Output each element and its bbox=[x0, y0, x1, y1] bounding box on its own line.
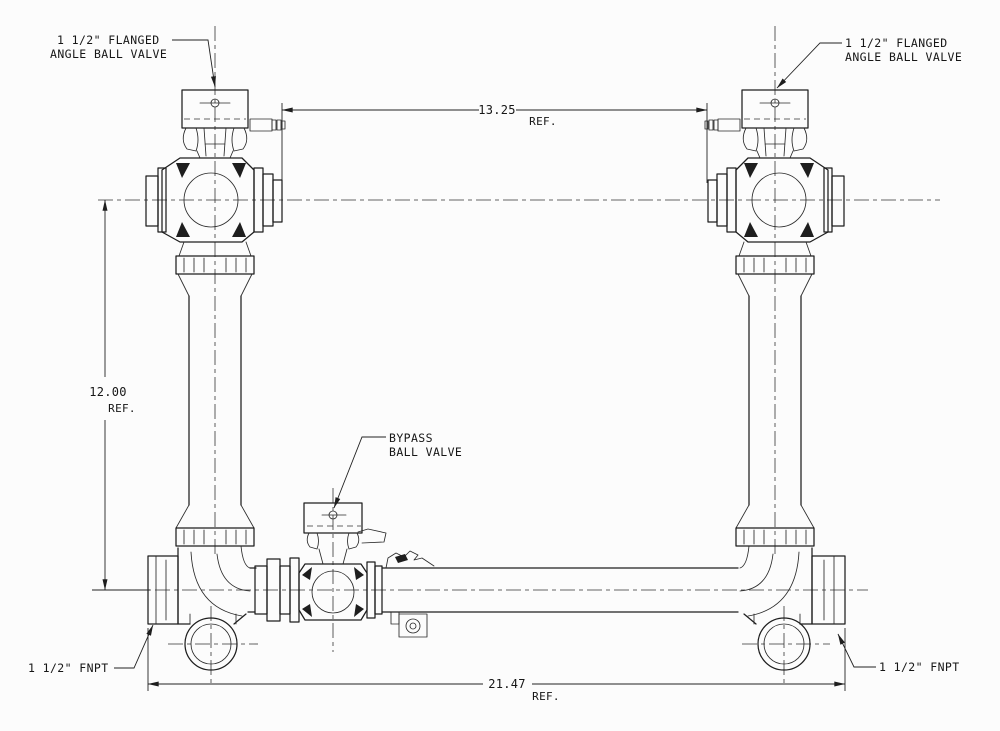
tailpiece bbox=[178, 241, 252, 257]
callout-text: 1 1/2" FLANGED bbox=[57, 33, 160, 47]
callout-bypass-valve: BYPASS BALL VALVE bbox=[333, 431, 462, 509]
valve-cap bbox=[741, 89, 809, 129]
union-nut bbox=[735, 255, 815, 275]
test-port bbox=[704, 118, 741, 132]
valve-cap bbox=[303, 502, 363, 534]
valve-cap bbox=[181, 89, 249, 129]
callout-right-valve: 1 1/2" FLANGED ANGLE BALL VALVE bbox=[776, 36, 962, 89]
bypass-couplings bbox=[254, 557, 300, 623]
nut-hatch bbox=[743, 257, 807, 273]
elbow-mid-arc bbox=[739, 553, 774, 592]
outlet-flange-stack bbox=[253, 167, 283, 233]
inlet-cap-flange bbox=[823, 167, 845, 233]
horizontal-pipe bbox=[247, 550, 739, 638]
dimension-ref-label: REF. bbox=[108, 402, 136, 415]
valve-ball bbox=[311, 570, 355, 614]
dimension-bottom-span: 21.47 REF. bbox=[147, 628, 846, 703]
port-outer bbox=[184, 617, 238, 671]
callout-left-fnpt: 1 1/2" FNPT bbox=[28, 624, 154, 675]
bypass-ball-valve bbox=[298, 502, 387, 621]
callout-text: BALL VALVE bbox=[389, 445, 462, 459]
callout-text: 1 1/2" FNPT bbox=[28, 661, 109, 675]
inlet-cap-flange bbox=[145, 167, 167, 233]
nut-hatch bbox=[743, 529, 807, 545]
lock-wing-detail bbox=[385, 550, 435, 569]
callout-left-valve: 1 1/2" FLANGED ANGLE BALL VALVE bbox=[50, 33, 216, 88]
callout-text: 1 1/2" FLANGED bbox=[845, 36, 948, 50]
dimension-value: 12.00 bbox=[89, 385, 127, 399]
right-riser-pipe bbox=[735, 241, 815, 547]
dimension-vertical: 12.00 REF. bbox=[89, 199, 150, 591]
leader-line bbox=[114, 624, 154, 669]
callout-text: ANGLE BALL VALVE bbox=[845, 50, 962, 64]
callout-text: ANGLE BALL VALVE bbox=[50, 47, 167, 61]
test-port bbox=[249, 118, 286, 132]
valve-ball bbox=[751, 172, 807, 228]
callout-text: BYPASS bbox=[389, 431, 433, 445]
dimension-value: 21.47 bbox=[488, 677, 526, 691]
valve-seats bbox=[744, 163, 814, 237]
left-elbow bbox=[147, 545, 251, 625]
lock-wings bbox=[182, 127, 248, 159]
elbow-outer-arc bbox=[747, 551, 800, 617]
right-elbow bbox=[739, 545, 846, 625]
dimension-ref-label: REF. bbox=[532, 690, 560, 703]
drain-lock-boss bbox=[390, 611, 428, 638]
right-fnpt-port bbox=[757, 617, 811, 671]
outlet-flange-stack bbox=[707, 167, 737, 233]
lock-wings bbox=[306, 528, 387, 565]
union-nut bbox=[175, 527, 255, 547]
elbow-mid-arc bbox=[216, 553, 251, 592]
valve-seats bbox=[176, 163, 246, 237]
valve-ball bbox=[183, 172, 239, 228]
elbow-fillet bbox=[739, 545, 750, 569]
callout-right-fnpt: 1 1/2" FNPT bbox=[837, 633, 960, 674]
nut-hatch bbox=[183, 529, 247, 545]
union-nut bbox=[735, 527, 815, 547]
centerlines bbox=[98, 26, 940, 684]
leader-line bbox=[333, 436, 386, 509]
callout-text: 1 1/2" FNPT bbox=[879, 660, 960, 674]
right-angle-valve bbox=[704, 89, 845, 243]
leader-line bbox=[776, 42, 842, 89]
left-fnpt-port bbox=[184, 617, 238, 671]
elbow-fillet bbox=[240, 545, 251, 569]
port-inner bbox=[763, 623, 805, 665]
valve-body bbox=[298, 563, 368, 621]
port-outer bbox=[757, 617, 811, 671]
dimension-value: 13.25 bbox=[478, 103, 516, 117]
dimension-ref-label: REF. bbox=[529, 115, 557, 128]
nut-hatch bbox=[183, 257, 247, 273]
leader-line bbox=[837, 633, 876, 668]
left-angle-valve bbox=[145, 89, 286, 243]
leader-line bbox=[172, 39, 216, 88]
valve-seats bbox=[302, 567, 364, 617]
dimension-top-span: 13.25 REF. bbox=[281, 103, 708, 183]
union-nut bbox=[175, 255, 255, 275]
port-inner bbox=[190, 623, 232, 665]
elbow-outer-arc bbox=[190, 551, 243, 617]
lock-wings bbox=[742, 127, 808, 159]
tailpiece bbox=[738, 241, 812, 257]
left-riser-pipe bbox=[175, 241, 255, 547]
